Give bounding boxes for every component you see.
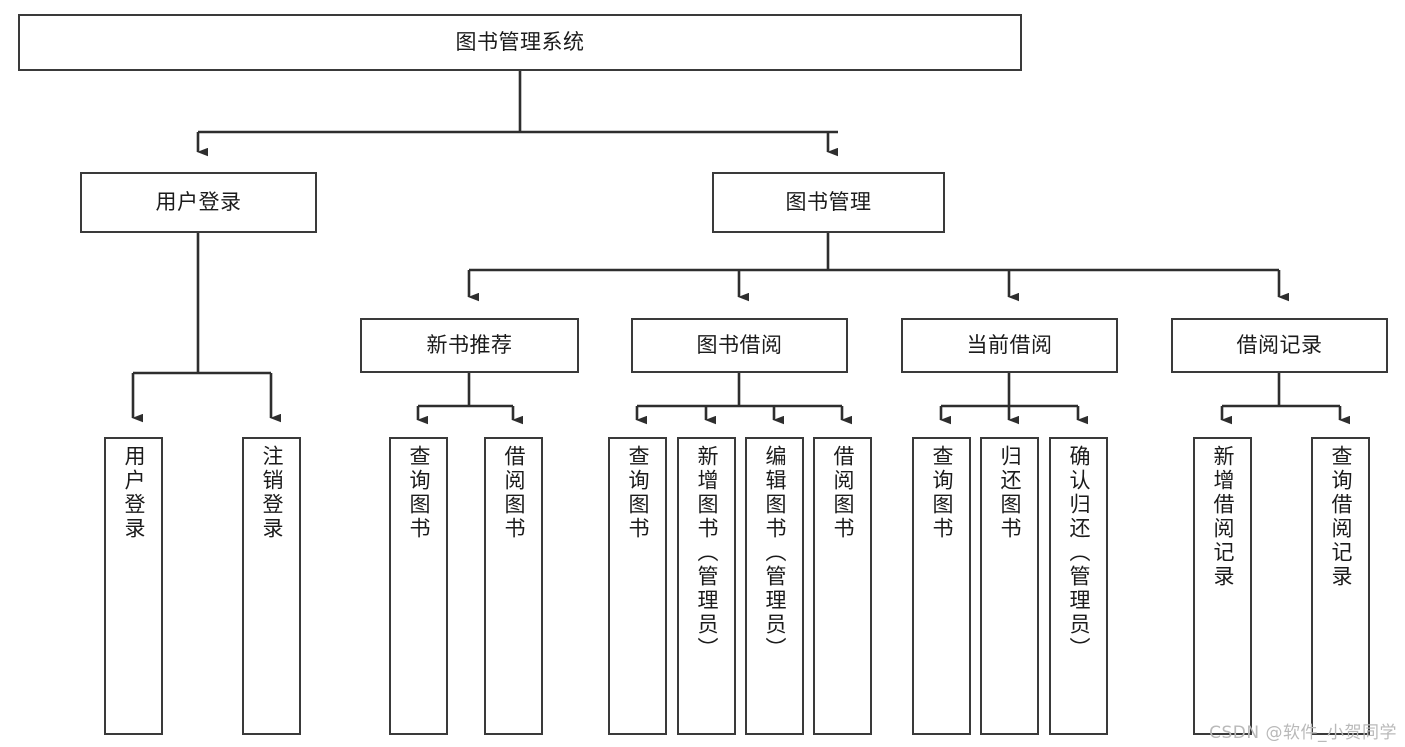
- node-leaf-query-book-current-label: 查询图书: [930, 445, 954, 541]
- node-root-label: 图书管理系统: [455, 30, 585, 55]
- node-leaf-query-book-borrow-label: 查询图书: [626, 445, 650, 541]
- node-leaf-query-book-current[interactable]: 查询图书: [912, 437, 971, 735]
- node-leaf-logout[interactable]: 注销登录: [242, 437, 301, 735]
- node-leaf-edit-book-admin-label: 编辑图书（管理员）: [763, 445, 787, 661]
- node-leaf-query-book-recommend-label: 查询图书: [407, 445, 431, 541]
- node-leaf-return-book[interactable]: 归还图书: [980, 437, 1039, 735]
- node-leaf-add-borrow-record[interactable]: 新增借阅记录: [1193, 437, 1252, 735]
- node-new-book-recommend[interactable]: 新书推荐: [360, 318, 579, 373]
- node-leaf-query-book-recommend[interactable]: 查询图书: [389, 437, 448, 735]
- node-leaf-borrow-book-label: 借阅图书: [831, 445, 855, 541]
- node-borrow-record[interactable]: 借阅记录: [1171, 318, 1388, 373]
- node-leaf-edit-book-admin[interactable]: 编辑图书（管理员）: [745, 437, 804, 735]
- node-leaf-user-login-label: 用户登录: [122, 445, 146, 541]
- node-leaf-confirm-return-admin-label: 确认归还（管理员）: [1067, 445, 1091, 661]
- node-leaf-add-book-admin[interactable]: 新增图书（管理员）: [677, 437, 736, 735]
- node-book-management-label: 图书管理: [785, 190, 872, 215]
- csdn-watermark: CSDN @软件_小贺同学: [1209, 723, 1397, 743]
- node-current-borrow[interactable]: 当前借阅: [901, 318, 1118, 373]
- node-user-login-label: 用户登录: [155, 190, 242, 215]
- node-leaf-add-borrow-record-label: 新增借阅记录: [1211, 445, 1235, 589]
- node-leaf-user-login[interactable]: 用户登录: [104, 437, 163, 735]
- node-leaf-query-borrow-record-label: 查询借阅记录: [1329, 445, 1353, 589]
- node-leaf-query-book-borrow[interactable]: 查询图书: [608, 437, 667, 735]
- node-leaf-logout-label: 注销登录: [260, 445, 284, 541]
- node-leaf-borrow-book-recommend[interactable]: 借阅图书: [484, 437, 543, 735]
- node-current-borrow-label: 当前借阅: [966, 333, 1053, 358]
- node-leaf-query-borrow-record[interactable]: 查询借阅记录: [1311, 437, 1370, 735]
- node-leaf-borrow-book-recommend-label: 借阅图书: [502, 445, 526, 541]
- node-user-login[interactable]: 用户登录: [80, 172, 317, 233]
- node-leaf-borrow-book[interactable]: 借阅图书: [813, 437, 872, 735]
- node-leaf-confirm-return-admin[interactable]: 确认归还（管理员）: [1049, 437, 1108, 735]
- node-new-book-recommend-label: 新书推荐: [426, 333, 513, 358]
- node-leaf-return-book-label: 归还图书: [998, 445, 1022, 541]
- node-book-borrow-label: 图书借阅: [696, 333, 783, 358]
- node-leaf-add-book-admin-label: 新增图书（管理员）: [695, 445, 719, 661]
- node-root-book-management-system[interactable]: 图书管理系统: [18, 14, 1022, 71]
- node-borrow-record-label: 借阅记录: [1236, 333, 1323, 358]
- node-book-management[interactable]: 图书管理: [712, 172, 945, 233]
- node-book-borrow[interactable]: 图书借阅: [631, 318, 848, 373]
